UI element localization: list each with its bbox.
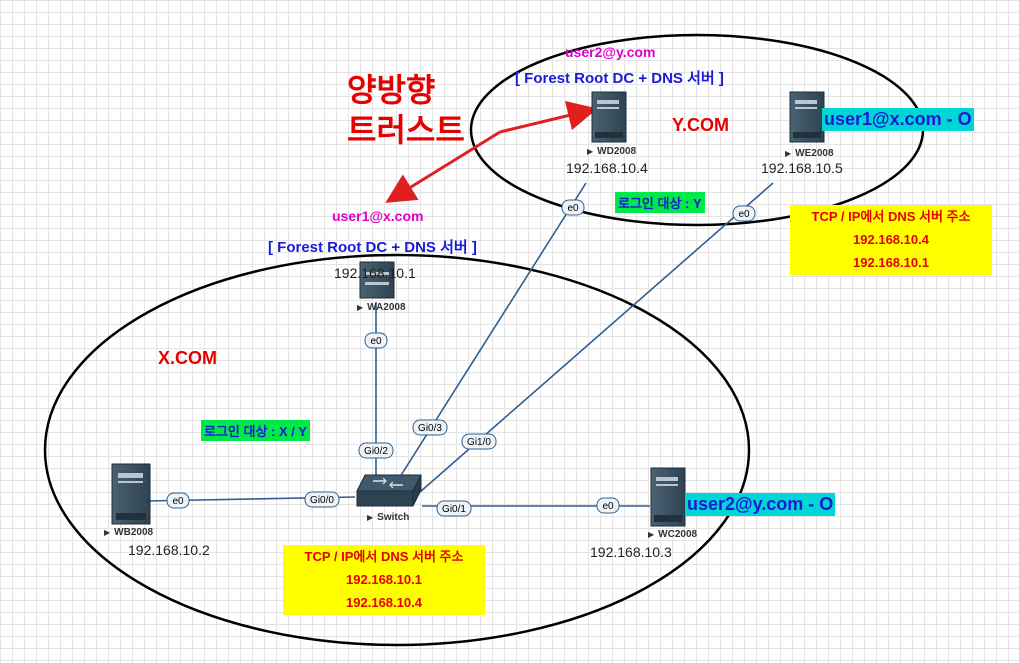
port-label-wb-e0: e0 — [172, 496, 184, 507]
y-login-target: 로그인 대상 : Y — [615, 192, 705, 213]
server-wb2008-icon[interactable] — [111, 463, 151, 525]
wa2008-ip: 192.168.10.1 — [334, 265, 416, 281]
server-we2008-icon[interactable] — [789, 91, 825, 143]
port-label-gi00: Gi0/0 — [310, 495, 334, 506]
x-domain-ellipse — [43, 253, 751, 647]
wc2008-name: WC2008 — [648, 529, 697, 540]
port-label-gi01: Gi0/1 — [442, 504, 466, 515]
x-dns-line-1: 192.168.10.1 — [346, 572, 422, 587]
server-wd2008-icon[interactable] — [591, 91, 627, 143]
y-dns-box-title: TCP / IP에서 DNS 서버 주소 — [811, 209, 971, 224]
wb2008-ip: 192.168.10.2 — [128, 542, 210, 558]
port-label-wc-e0: e0 — [602, 501, 614, 512]
port-bubble-gi01 — [436, 500, 472, 517]
x-domain-name: X.COM — [158, 348, 218, 368]
x-dns-line-2: 192.168.10.4 — [346, 595, 422, 610]
port-label-gi03: Gi0/3 — [418, 423, 442, 434]
we2008-name: WE2008 — [785, 148, 833, 159]
port-bubble-wc-e0 — [596, 497, 620, 514]
port-bubble-wa-e0 — [364, 332, 388, 349]
trust-label-line-1: 양방향 — [347, 71, 436, 109]
switch-name: Switch — [367, 512, 409, 523]
we2008-ip: 192.168.10.5 — [761, 160, 843, 176]
wb2008-name: WB2008 — [104, 527, 153, 538]
x-login-target: 로그인 대상 : X / Y — [201, 420, 310, 441]
y-domain-name: Y.COM — [672, 115, 730, 135]
port-bubble-wd-e0 — [561, 199, 585, 216]
x-role-label: [ Forest Root DC + DNS 서버 ] — [268, 239, 477, 256]
port-bubble-gi02 — [358, 442, 394, 459]
server-wc2008-icon[interactable] — [650, 467, 686, 527]
we2008-login-note: user1@x.com - O — [822, 108, 974, 131]
switch-icon[interactable] — [356, 474, 422, 507]
port-bubble-gi00 — [304, 491, 340, 508]
port-label-wa-e0: e0 — [370, 336, 382, 347]
server-wa2008-icon[interactable] — [359, 261, 395, 299]
port-bubble-we-e0 — [732, 205, 756, 222]
wa2008-name: WA2008 — [357, 302, 405, 313]
port-label-gi10: Gi1/0 — [467, 437, 491, 448]
wd2008-ip: 192.168.10.4 — [566, 160, 648, 176]
y-admin-user: user2@y.com — [565, 44, 656, 60]
y-dns-line-1: 192.168.10.4 — [853, 232, 929, 247]
wc2008-login-note: user2@y.com - O — [685, 493, 836, 516]
trust-label-line-2: 트러스트 — [347, 111, 465, 149]
port-label-gi02: Gi0/2 — [364, 446, 388, 457]
port-bubble-wb-e0 — [166, 492, 190, 509]
y-role-label: [ Forest Root DC + DNS 서버 ] — [515, 70, 724, 87]
x-dns-box-title: TCP / IP에서 DNS 서버 주소 — [304, 549, 464, 564]
wc2008-ip: 192.168.10.3 — [590, 544, 672, 560]
wd2008-name: WD2008 — [587, 146, 636, 157]
x-admin-user: user1@x.com — [332, 208, 424, 224]
trust-label: 양방향 트러스트 — [347, 70, 465, 150]
port-label-we-e0: e0 — [738, 209, 750, 220]
y-dns-box: TCP / IP에서 DNS 서버 주소 192.168.10.4 192.16… — [790, 205, 992, 275]
x-dns-box: TCP / IP에서 DNS 서버 주소 192.168.10.1 192.16… — [283, 545, 485, 615]
port-bubble-gi03 — [412, 419, 448, 436]
y-dns-line-2: 192.168.10.1 — [853, 255, 929, 270]
port-bubble-gi10 — [461, 433, 497, 450]
trust-arrow-back — [499, 100, 598, 134]
port-label-wd-e0: e0 — [567, 203, 579, 214]
trust-arrow — [385, 130, 501, 203]
